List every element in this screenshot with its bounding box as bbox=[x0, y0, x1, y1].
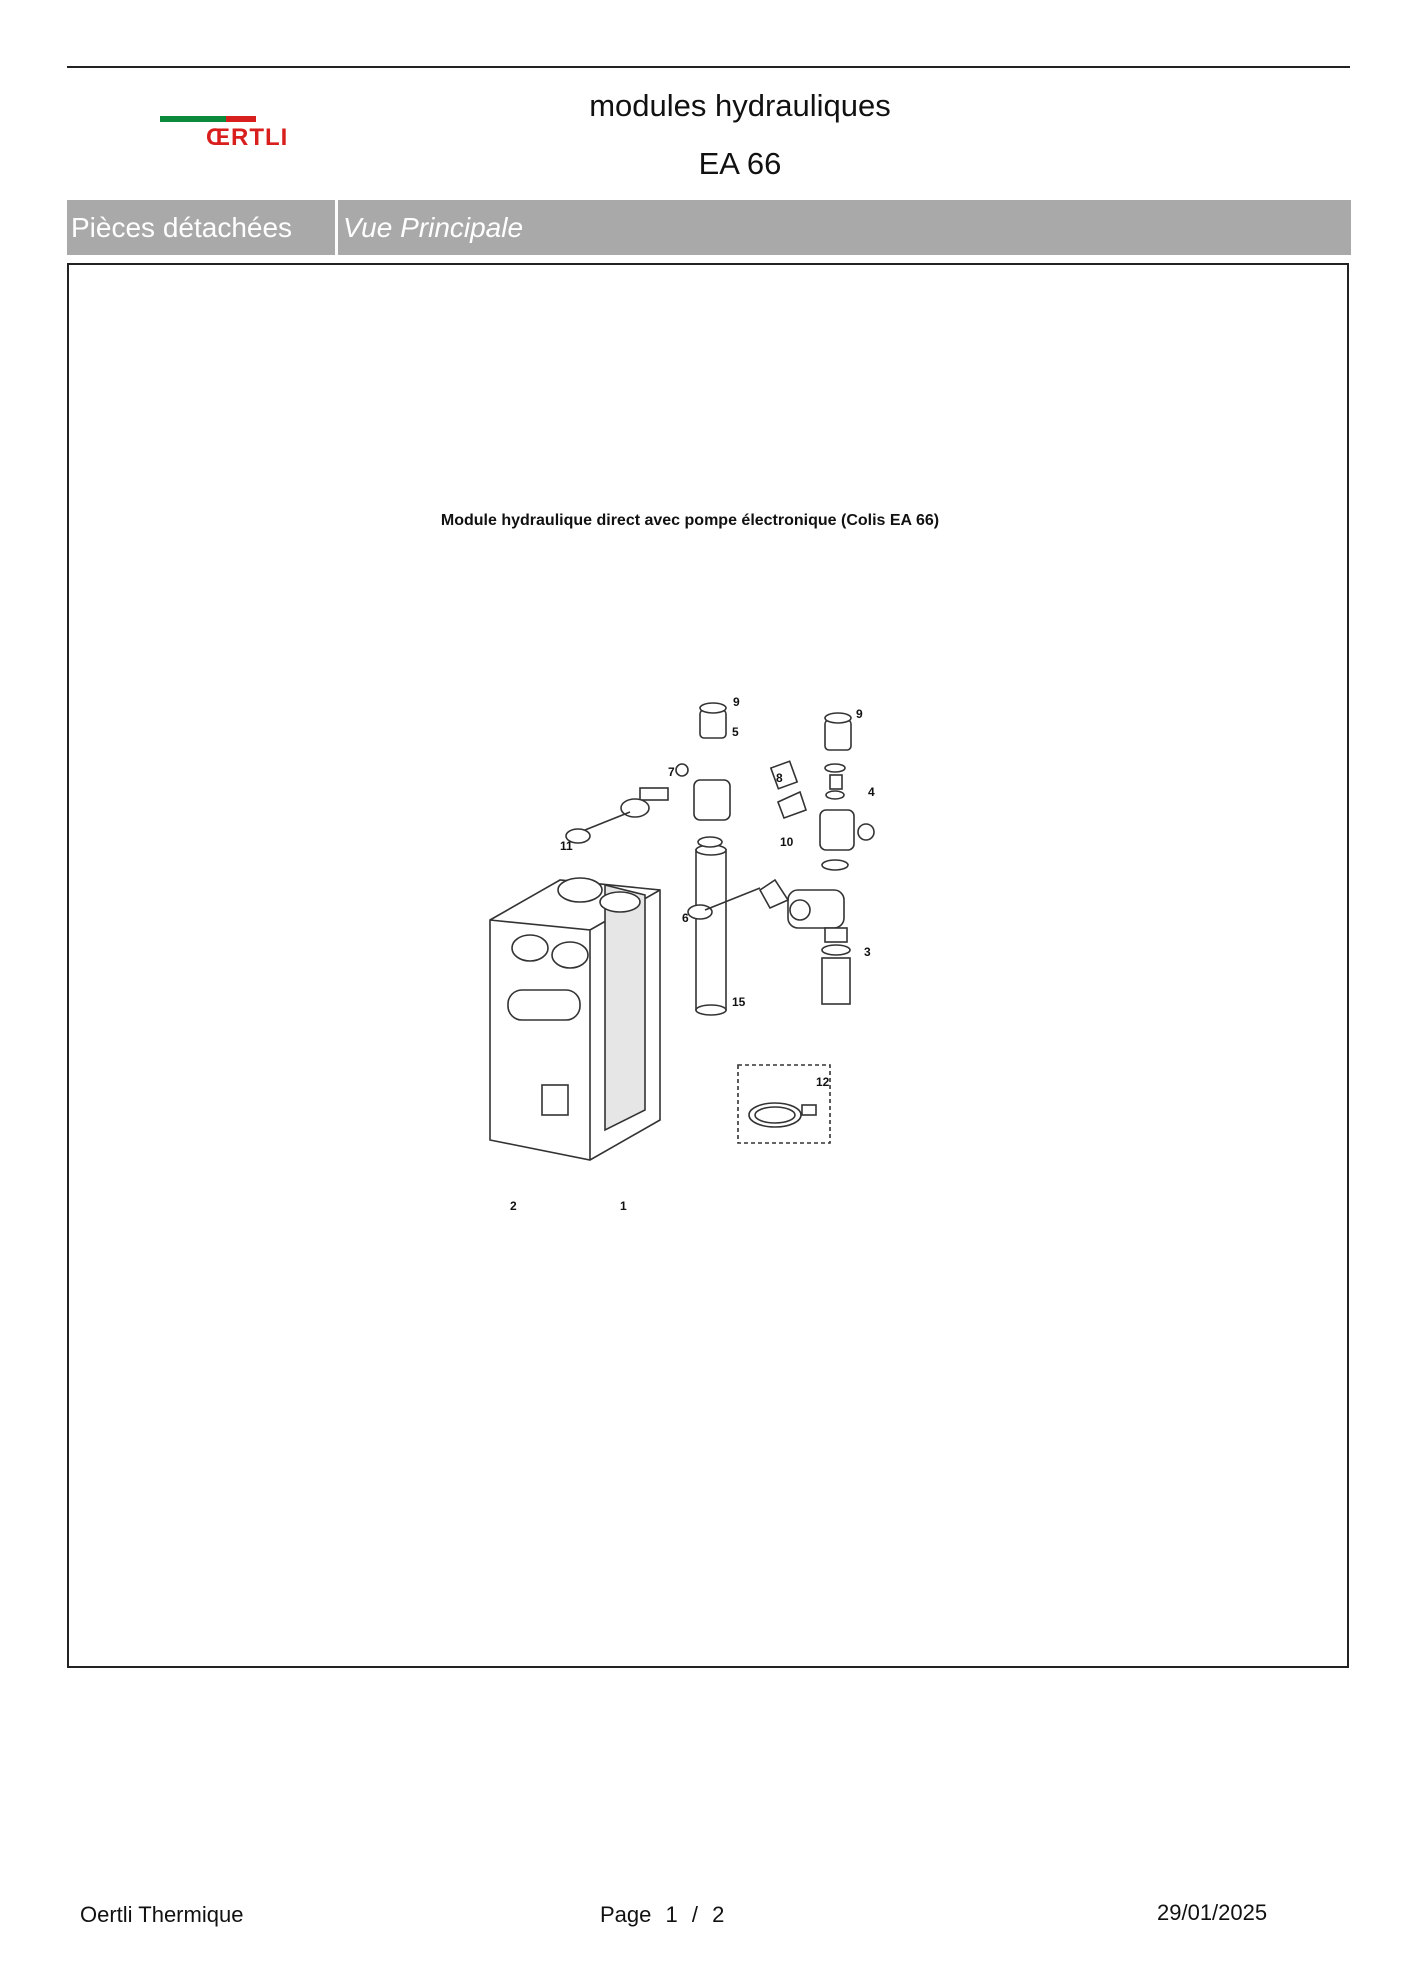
part-label-2: 2 bbox=[510, 1199, 517, 1213]
exploded-parts-diagram: 9 5 9 7 8 4 11 10 6 3 15 12 2 1 bbox=[489, 695, 875, 1213]
part-label-7: 7 bbox=[668, 765, 675, 779]
footer-page-current: 1 bbox=[665, 1902, 678, 1927]
insulation-casing bbox=[489, 877, 661, 1161]
section-divider bbox=[335, 200, 338, 255]
part-label-9b: 9 bbox=[856, 707, 863, 721]
footer-page-label: Page bbox=[600, 1902, 652, 1927]
part-label-4: 4 bbox=[868, 785, 875, 799]
diagram-frame bbox=[67, 263, 1349, 1668]
section-label: Pièces détachées bbox=[71, 212, 293, 243]
logo-wordmark: ŒRTLI bbox=[206, 124, 289, 151]
part-label-3: 3 bbox=[864, 945, 871, 959]
right-pipe-assembly bbox=[758, 712, 875, 1005]
left-pipe-assembly bbox=[565, 702, 761, 1016]
cable-kit bbox=[737, 1064, 831, 1144]
section-header-bar: Pièces détachées Vue Principale bbox=[67, 200, 1351, 255]
footer-page-separator: / bbox=[691, 1902, 699, 1927]
footer-date: 29/01/2025 bbox=[1157, 1900, 1268, 1925]
part-label-11: 11 bbox=[560, 839, 573, 853]
diagram-caption: Module hydraulique direct avec pompe éle… bbox=[440, 512, 940, 529]
header-rule bbox=[67, 66, 1350, 68]
logo-red-stripe bbox=[226, 116, 256, 122]
part-label-12: 12 bbox=[816, 1075, 830, 1089]
part-label-15: 15 bbox=[732, 995, 746, 1009]
part-label-6: 6 bbox=[682, 911, 689, 925]
part-label-1: 1 bbox=[620, 1199, 627, 1213]
part-label-8: 8 bbox=[776, 771, 783, 785]
part-label-5: 5 bbox=[732, 725, 739, 739]
footer-company: Oertli Thermique bbox=[80, 1902, 244, 1927]
document-title: modules hydrauliques bbox=[589, 88, 891, 123]
oertli-logo: ŒRTLI bbox=[160, 116, 310, 152]
section-view-name: Vue Principale bbox=[343, 212, 524, 243]
logo-green-stripe bbox=[160, 116, 226, 122]
part-label-9a: 9 bbox=[733, 695, 740, 709]
footer-page-indicator: Page 1 / 2 bbox=[600, 1902, 732, 1928]
document-model: EA 66 bbox=[698, 146, 782, 181]
footer-page-total: 2 bbox=[712, 1902, 725, 1927]
part-label-10: 10 bbox=[780, 835, 794, 849]
